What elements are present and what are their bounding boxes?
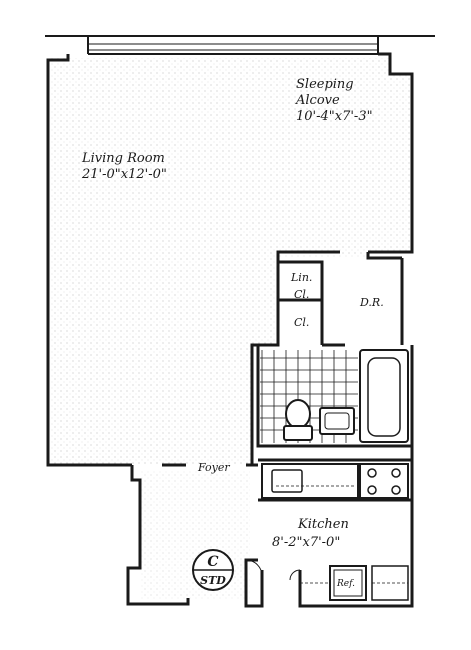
- interior-shading: [48, 58, 412, 600]
- refrigerator-label: Ref.: [336, 579, 355, 589]
- sleeping-alcove-name-line2: Alcove: [295, 93, 340, 108]
- kitchen-name: Kitchen: [297, 517, 349, 532]
- living-room-size: 21'-0"x12'-0": [81, 167, 167, 182]
- badge-top-text: C: [207, 554, 218, 570]
- toilet: [283, 399, 313, 441]
- refrigerator: [329, 565, 367, 601]
- walls: [46, 52, 414, 608]
- window-band: [45, 35, 435, 55]
- closet-name: Cl.: [294, 316, 309, 329]
- sink: [319, 407, 355, 435]
- door-marks: [245, 559, 301, 581]
- linen-closet-name-line1: Lin.: [290, 271, 312, 284]
- sleeping-alcove-size: 10'-4"x7'-3": [296, 109, 373, 124]
- stove: [359, 463, 409, 499]
- kitchen-counter: [261, 463, 359, 499]
- kitchen-lower-cabinets: [300, 565, 409, 601]
- kitchen-size: 8'-2"x7'-0": [272, 535, 340, 550]
- sleeping-alcove-name-line1: Sleeping: [296, 77, 354, 92]
- dining-room-name: D.R.: [359, 296, 384, 309]
- foyer-name: Foyer: [197, 461, 230, 474]
- room-labels: Living Room 21'-0"x12'-0" Sleeping Alcov…: [81, 77, 384, 589]
- badge-bottom-text: STD: [200, 574, 226, 587]
- bathtub: [359, 349, 409, 443]
- living-room-name: Living Room: [81, 151, 165, 166]
- unit-type-badge: C STD: [192, 549, 234, 591]
- linen-closet-name-line2: Cl.: [294, 288, 309, 301]
